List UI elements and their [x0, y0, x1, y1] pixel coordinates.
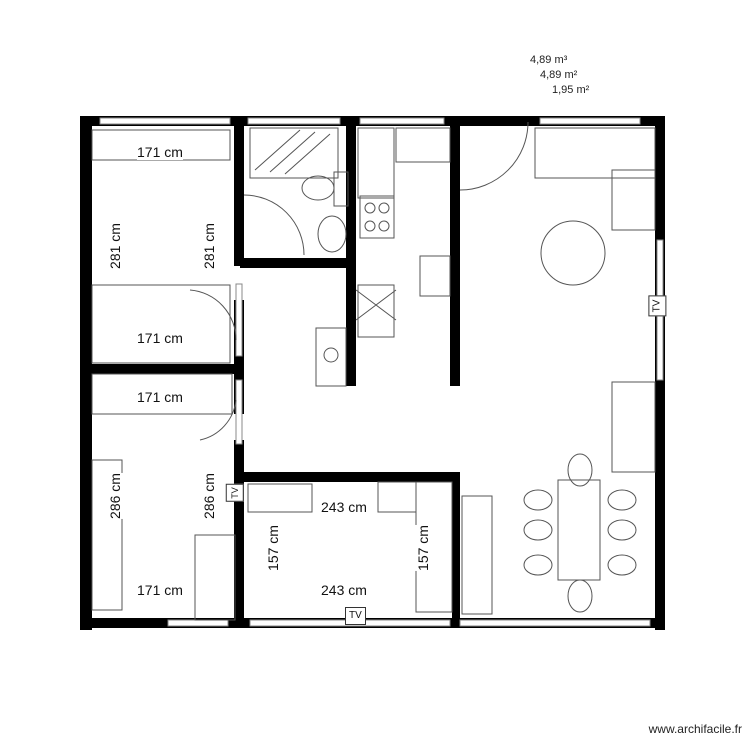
wall-segment — [240, 472, 460, 482]
area-label: 1,95 m² — [552, 84, 590, 96]
walls — [80, 116, 665, 630]
dimension-label: 157 cm — [414, 525, 431, 571]
dimension-label: 171 cm — [137, 389, 183, 405]
wall-bed-divider — [80, 364, 244, 374]
wall-segment — [450, 116, 460, 386]
wall-segment — [240, 258, 350, 268]
dimension-label: 281 cm — [106, 223, 123, 269]
tv-label: TV — [225, 484, 244, 502]
tv-label: TV — [648, 295, 667, 317]
dimension-label: 171 cm — [137, 330, 183, 346]
area-label: 4,89 m³ — [530, 54, 568, 66]
dimension-label: 286 cm — [106, 473, 123, 519]
wall-bath-west — [234, 116, 244, 266]
dimension-label: 171 cm — [137, 144, 183, 160]
dimension-label: 171 cm — [137, 582, 183, 598]
wall-segment — [234, 440, 244, 620]
wall-segment — [452, 472, 460, 622]
watermark: www.archifacile.fr — [648, 722, 742, 736]
tv-label: TV — [345, 607, 366, 625]
wall-segment — [346, 116, 356, 386]
fixtures — [91, 121, 656, 621]
dimension-label: 286 cm — [200, 473, 217, 519]
area-label: 4,89 m² — [540, 69, 578, 81]
dimension-label: 243 cm — [321, 499, 367, 515]
dimension-label: 243 cm — [321, 582, 367, 598]
dimension-label: 281 cm — [200, 223, 217, 269]
dimension-label: 157 cm — [264, 525, 281, 571]
